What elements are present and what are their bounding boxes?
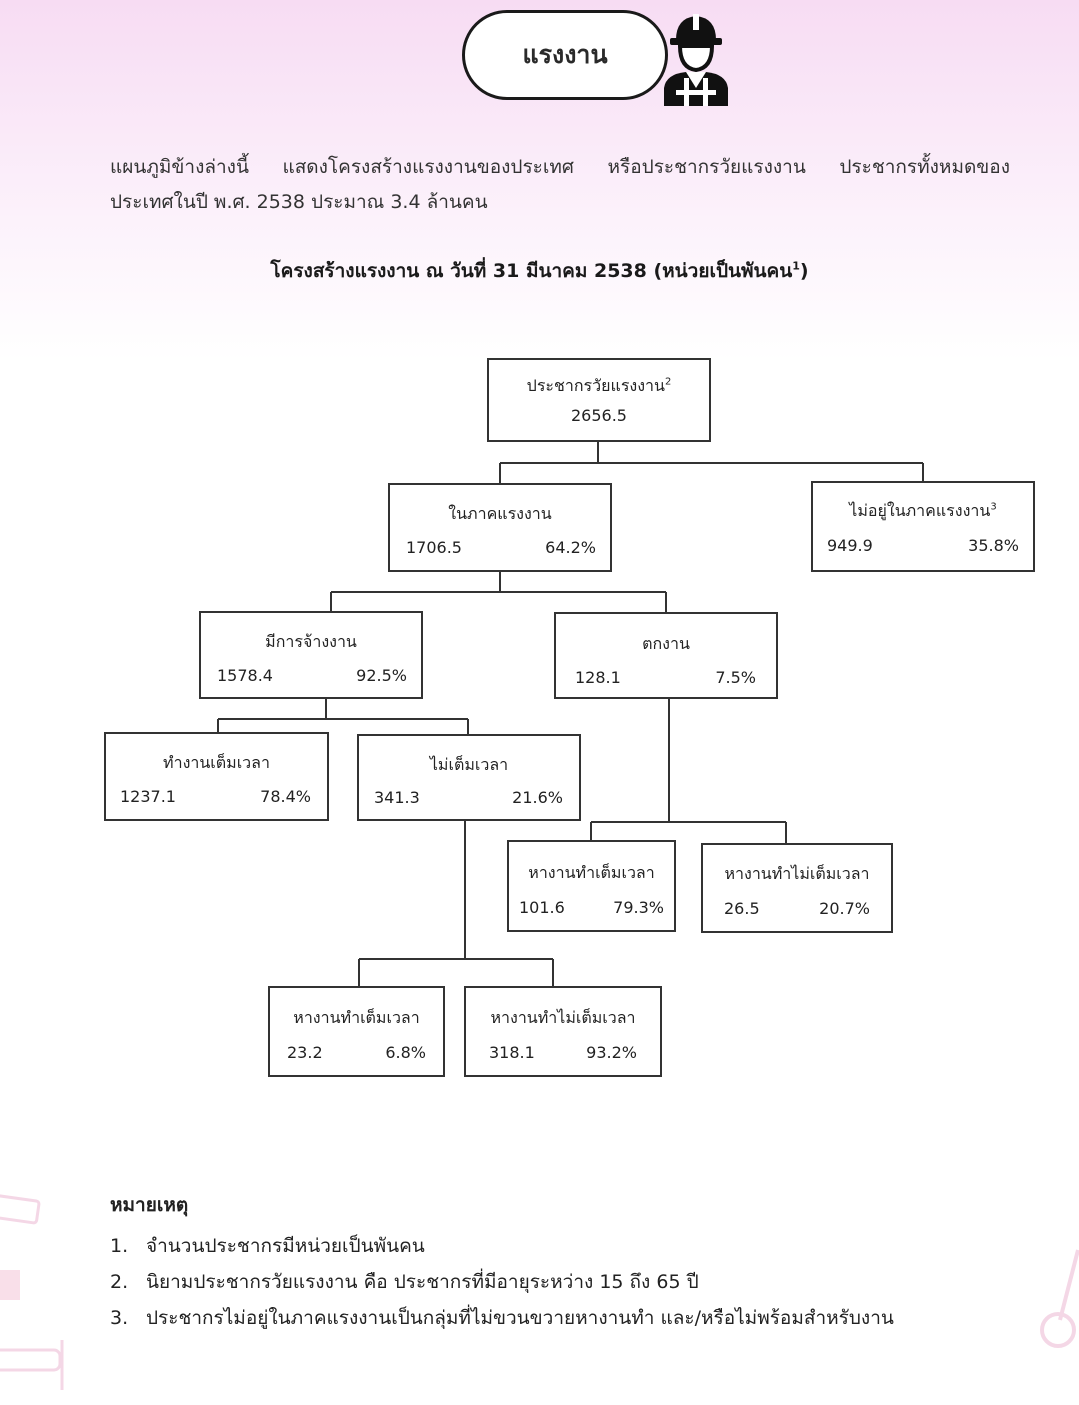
node-percent: 64.2% <box>545 538 596 557</box>
note-item: 1. จำนวนประชากรมีหน่วยเป็นพันคน <box>110 1228 894 1264</box>
node-percent: 78.4% <box>260 787 311 806</box>
chart-title-footnote: 1 <box>792 259 800 273</box>
node-percent: 7.5% <box>715 668 756 687</box>
note-text: จำนวนประชากรมีหน่วยเป็นพันคน <box>146 1235 425 1257</box>
note-number: 3. <box>110 1307 129 1329</box>
footnote-mark: 2 <box>664 376 672 388</box>
notes-list: 1. จำนวนประชากรมีหน่วยเป็นพันคน 2. นิยามปร… <box>110 1228 894 1336</box>
node-value: 101.6 <box>519 898 565 917</box>
node-value: 949.9 <box>827 536 873 555</box>
decoration-left <box>0 1193 64 1390</box>
note-item: 3. ประชากรไม่อยู่ในภาคแรงงานเป็นกลุ่มที่ไ… <box>110 1300 894 1336</box>
node-part-time-seeking-full-time: หางานทำเต็มเวลา 23.2 6.8% <box>268 986 445 1077</box>
note-number: 2. <box>110 1271 129 1293</box>
node-unemployed-seeking-part-time: หางานทำไม่เต็มเวลา 26.5 20.7% <box>701 843 893 933</box>
node-label: ในภาคแรงงาน <box>448 504 552 523</box>
node-label: ไม่อยู่ในภาคแรงงาน <box>849 501 991 520</box>
node-part-time-seeking-part-time: หางานทำไม่เต็มเวลา 318.1 93.2% <box>464 986 662 1077</box>
note-text: ประชากรไม่อยู่ในภาคแรงงานเป็นกลุ่มที่ไม่… <box>146 1307 894 1329</box>
node-part-time: ไม่เต็มเวลา 341.3 21.6% <box>357 734 581 821</box>
node-percent: 20.7% <box>819 899 870 918</box>
node-label: หางานทำเต็มเวลา <box>528 863 655 882</box>
page-title: แรงงาน <box>522 40 608 69</box>
chart-title: โครงสร้างแรงงาน ณ วันที่ 31 มีนาคม 2538 … <box>0 256 1079 286</box>
note-text: นิยามประชากรวัยแรงงาน คือ ประชากรที่มีอา… <box>146 1271 699 1293</box>
title-pill: แรงงาน <box>462 10 668 100</box>
node-value: 26.5 <box>724 899 760 918</box>
notes-title: หมายเหตุ <box>110 1194 189 1216</box>
decoration-right <box>1040 1249 1079 1348</box>
node-value: 1578.4 <box>217 666 273 685</box>
worker-icon <box>664 14 728 106</box>
node-value: 1706.5 <box>406 538 462 557</box>
node-percent: 35.8% <box>968 536 1019 555</box>
node-label: ประชากรวัยแรงงาน <box>526 376 665 395</box>
node-value: 128.1 <box>575 668 621 687</box>
node-in-labour-force: ในภาคแรงงาน 1706.5 64.2% <box>388 483 612 572</box>
node-percent: 21.6% <box>512 788 563 807</box>
node-value: 1237.1 <box>120 787 176 806</box>
node-full-time: ทำงานเต็มเวลา 1237.1 78.4% <box>104 732 329 821</box>
node-value: 2656.5 <box>571 406 627 425</box>
node-label: ไม่เต็มเวลา <box>429 755 509 774</box>
node-value: 318.1 <box>489 1043 535 1062</box>
node-percent: 92.5% <box>356 666 407 685</box>
node-not-in-labour-force: ไม่อยู่ในภาคแรงงาน3 949.9 35.8% <box>811 481 1035 572</box>
intro-line-2: ประเทศในปี พ.ศ. 2538 ประมาณ 3.4 ล้านคน <box>110 191 488 213</box>
node-percent: 93.2% <box>586 1043 637 1062</box>
node-employed: มีการจ้างงาน 1578.4 92.5% <box>199 611 423 699</box>
intro-paragraph: แผนภูมิข้างล่างนี้ แสดงโครงสร้างแรงงานขอ… <box>110 150 1010 220</box>
node-unemployed-seeking-full-time: หางานทำเต็มเวลา 101.6 79.3% <box>507 840 676 932</box>
node-value: 341.3 <box>374 788 420 807</box>
node-label: ทำงานเต็มเวลา <box>163 753 270 772</box>
note-number: 1. <box>110 1235 129 1257</box>
node-label: ตกงาน <box>642 634 690 653</box>
node-label: หางานทำไม่เต็มเวลา <box>724 864 870 883</box>
node-unemployed: ตกงาน 128.1 7.5% <box>554 612 778 699</box>
footnote-mark: 3 <box>990 501 997 513</box>
node-label: มีการจ้างงาน <box>265 632 357 651</box>
node-label: หางานทำเต็มเวลา <box>293 1008 420 1027</box>
chart-title-text: โครงสร้างแรงงาน ณ วันที่ 31 มีนาคม 2538 … <box>270 260 793 282</box>
intro-line-1: แผนภูมิข้างล่างนี้ แสดงโครงสร้างแรงงานขอ… <box>110 156 1010 178</box>
node-percent: 79.3% <box>613 898 664 917</box>
notes-section: หมายเหตุ 1. จำนวนประชากรมีหน่วยเป็นพันคน … <box>110 1190 894 1336</box>
node-label: หางานทำไม่เต็มเวลา <box>490 1008 636 1027</box>
node-percent: 6.8% <box>385 1043 426 1062</box>
node-working-age-population: ประชากรวัยแรงงาน2 2656.5 <box>487 358 711 442</box>
chart-title-close: ) <box>799 260 809 282</box>
node-value: 23.2 <box>287 1043 323 1062</box>
note-item: 2. นิยามประชากรวัยแรงงาน คือ ประชากรที่มี… <box>110 1264 894 1300</box>
